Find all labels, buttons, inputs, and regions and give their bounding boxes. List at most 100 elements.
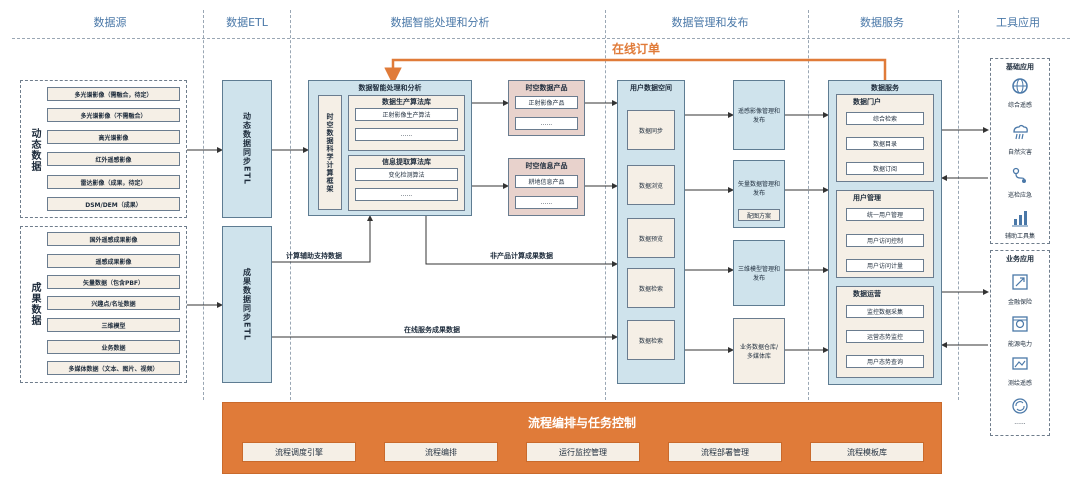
power-icon <box>1012 316 1028 332</box>
product-item: 正射影像产品 <box>515 96 578 109</box>
tool-label: 巡检应急 <box>1007 192 1032 199</box>
result-data-label: 成果数据 <box>29 282 40 326</box>
publish-box: 三维模型管理和发布 <box>733 240 785 306</box>
workflow-item: 运行监控管理 <box>526 442 640 462</box>
source-item: 红外遥感影像 <box>47 152 180 166</box>
workflow-item: 流程调度引擎 <box>242 442 356 462</box>
column-divider <box>958 10 959 400</box>
algorithm-item: ...... <box>355 188 458 201</box>
header-data-etl: 数据ETL <box>226 16 268 29</box>
user-mgmt-item: 用户访问计量 <box>846 259 924 272</box>
result-etl-box: 成果数据同步ETL <box>222 226 272 383</box>
source-item: 业务数据 <box>47 340 180 354</box>
basic-apps-group <box>990 58 1050 244</box>
dynamic-data-group <box>20 80 187 218</box>
workflow-item: 流程部署管理 <box>668 442 782 462</box>
info-product-title: 时空信息产品 <box>525 162 568 170</box>
product-item: ...... <box>515 196 578 209</box>
workflow-item: 流程编排 <box>384 442 498 462</box>
ops-item: 监控数据采集 <box>846 305 924 318</box>
source-item: 雷达影像（成果，待定） <box>47 175 180 189</box>
tool-label: 自然灾害 <box>1007 149 1032 156</box>
header-processing: 数据智能处理和分析 <box>390 16 490 29</box>
column-divider <box>605 10 606 400</box>
dynamic-etl-box: 动态数据同步ETL <box>222 80 272 218</box>
publish-label: 三维模型管理和发布 <box>737 266 780 282</box>
globe-icon <box>1012 78 1028 94</box>
tool-label: 能源电力 <box>1007 341 1032 348</box>
product-item: 耕地信息产品 <box>515 175 578 188</box>
source-item: DSM/DEM（成果） <box>47 197 180 211</box>
workflow-item: 流程模板库 <box>810 442 924 462</box>
user-space-item: 数据预览 <box>627 218 675 258</box>
publish-box: 遥感影像管理和发布 <box>733 80 785 150</box>
production-algorithm-lib <box>348 95 465 151</box>
algorithm-item: 正射影像生产算法 <box>355 108 458 121</box>
user-management-title: 用户管理 <box>853 194 881 202</box>
user-space-item: 数据同步 <box>627 110 675 150</box>
user-space-item: 数据浏览 <box>627 165 675 205</box>
data-operation-title: 数据运营 <box>853 290 881 298</box>
computing-framework: 时空数据科学计算框架 <box>318 95 342 210</box>
user-data-space-title: 用户数据空间 <box>630 84 672 92</box>
processing-title: 数据智能处理和分析 <box>358 84 422 92</box>
survey-icon <box>1012 357 1028 370</box>
header-tools: 工具应用 <box>996 16 1040 29</box>
column-divider <box>290 10 291 400</box>
source-item: 国外遥感成果影像 <box>47 232 180 246</box>
source-item: 兴趣点/名址数据 <box>47 296 180 310</box>
source-item: 遥感成果影像 <box>47 254 180 268</box>
publish-label: 矢量数据管理和发布 <box>737 181 780 197</box>
compute-support-label: 计算辅助支持数据 <box>286 252 342 260</box>
online-service-label: 在线服务成果数据 <box>404 326 460 334</box>
finance-icon <box>1012 274 1028 290</box>
algorithm-item: 变化检测算法 <box>355 168 458 181</box>
column-divider <box>203 10 204 400</box>
refresh-icon <box>1012 398 1028 414</box>
tool-label: ...... <box>1014 419 1026 426</box>
data-portal-title: 数据门户 <box>853 98 881 106</box>
workflow-title: 流程编排与任务控制 <box>527 416 636 430</box>
result-data-group <box>20 226 187 383</box>
route-icon <box>1012 167 1026 183</box>
user-space-item: 数据检索 <box>627 268 675 308</box>
publish-label: 业务数据仓库/多媒体库 <box>739 344 779 360</box>
basic-apps-title: 基础应用 <box>1006 63 1034 71</box>
source-item: 多光谱影像（需融合，待定） <box>47 87 180 101</box>
source-item: 高光谱影像 <box>47 130 180 144</box>
storm-icon <box>1013 124 1028 140</box>
ops-item: 运营态势监控 <box>846 330 924 343</box>
ops-item: 用户态势查询 <box>846 355 924 368</box>
header-divider <box>12 38 1070 39</box>
data-service-title: 数据服务 <box>871 84 899 92</box>
production-algorithm-title: 数据生产算法库 <box>382 98 431 106</box>
tool-label: 金融保险 <box>1007 299 1032 306</box>
publish-box: 业务数据仓库/多媒体库 <box>733 318 785 384</box>
data-product-title: 时空数据产品 <box>525 84 568 92</box>
tool-label: 辅助工具集 <box>1004 233 1035 240</box>
user-mgmt-item: 用户访问控制 <box>846 234 924 247</box>
business-apps-group <box>990 250 1050 436</box>
online-order-label: 在线订单 <box>612 42 661 56</box>
source-item: 矢量数据（包含PBF） <box>47 275 180 289</box>
tool-label: 综合遥感 <box>1007 102 1032 109</box>
bar-chart-icon <box>1012 211 1028 227</box>
business-apps-title: 业务应用 <box>1006 255 1034 263</box>
dynamic-data-label: 动态数据 <box>29 128 40 172</box>
column-divider <box>808 10 809 400</box>
header-data-service: 数据服务 <box>860 16 904 29</box>
workflow-panel <box>222 402 942 474</box>
algorithm-item: ...... <box>355 128 458 141</box>
tool-label: 测绘遥感 <box>1007 380 1032 387</box>
portal-item: 数据目录 <box>846 137 924 150</box>
header-management: 数据管理和发布 <box>671 16 749 29</box>
portal-item: 综合检索 <box>846 112 924 125</box>
user-mgmt-item: 统一用户管理 <box>846 208 924 221</box>
portal-item: 数据订阅 <box>846 162 924 175</box>
source-item: 多光谱影像（不需融合） <box>47 108 180 122</box>
publish-label: 遥感影像管理和发布 <box>737 108 780 124</box>
source-item: 三维模型 <box>47 318 180 332</box>
user-space-item: 数据检索 <box>627 320 675 360</box>
source-item: 多媒体数据（文本、图片、视频） <box>47 361 180 375</box>
